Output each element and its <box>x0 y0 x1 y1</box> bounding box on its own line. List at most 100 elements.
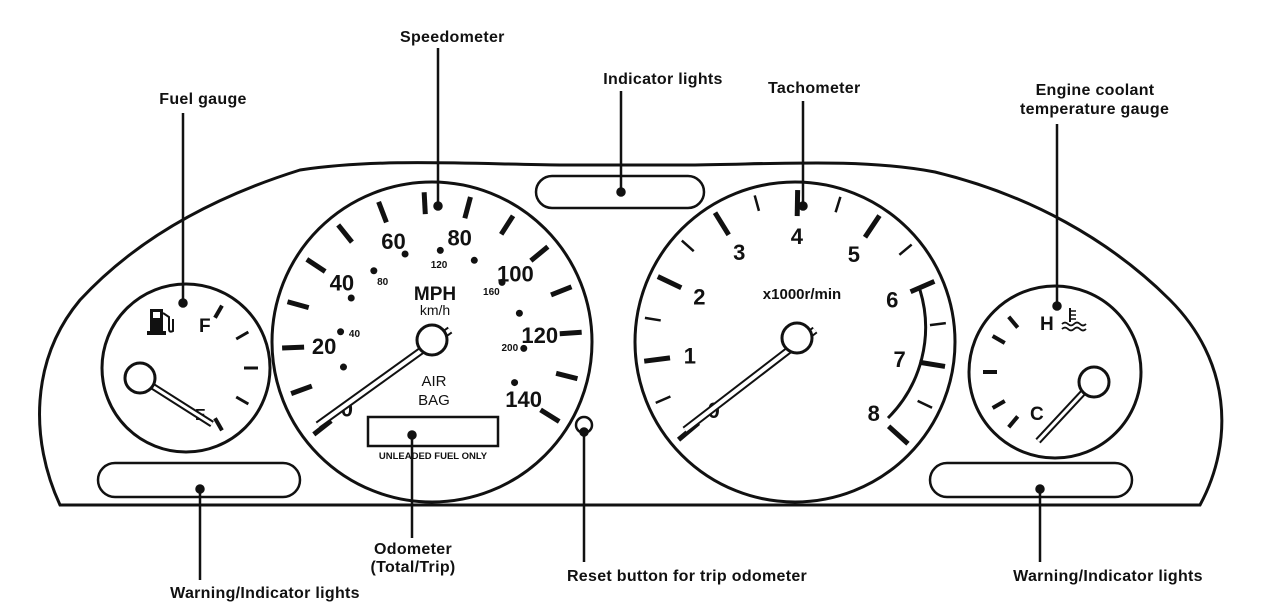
kmh-dot <box>401 250 409 258</box>
fuel-gauge-ticks <box>213 304 258 432</box>
label-odometer-line1: Odometer <box>374 541 452 558</box>
airbag-label-line2: BAG <box>418 392 450 409</box>
tachometer-label: 2 <box>693 284 705 309</box>
kmh-dot <box>370 267 378 275</box>
odometer-display <box>366 415 500 448</box>
tachometer-needle-hub <box>780 321 814 355</box>
tachometer-tick <box>917 399 933 409</box>
tachometer-label: 3 <box>733 240 745 265</box>
speedometer-tick <box>529 244 550 263</box>
tachometer-tick <box>909 279 936 295</box>
temperature-gauge-tick <box>1007 315 1020 329</box>
fuel-needle-hub <box>123 361 157 395</box>
tachometer-tick <box>929 321 946 327</box>
tachometer-tick <box>834 196 842 213</box>
speedometer-kmh-labels: 40 80 120 160 200 <box>337 246 528 387</box>
label-odometer-line2: (Total/Trip) <box>370 559 456 576</box>
kmh-label: 120 <box>431 260 448 271</box>
label-speedometer: Speedometer <box>400 29 505 46</box>
tachometer-label: 6 <box>886 288 898 313</box>
temperature-gauge-tick <box>1007 415 1020 429</box>
tachometer-label: 4 <box>791 224 804 249</box>
label-coolant-gauge-line2: temperature gauge <box>1020 101 1170 118</box>
temperature-gauge-tick <box>991 334 1006 345</box>
temperature-needle-hub <box>1077 365 1111 399</box>
speedometer-tick <box>421 192 428 215</box>
label-fuel-gauge: Fuel gauge <box>159 91 247 108</box>
fuel-notice-label: UNLEADED FUEL ONLY <box>379 451 488 462</box>
label-tachometer: Tachometer <box>768 80 861 97</box>
speedometer-tick <box>305 257 327 274</box>
coolant-temperature-icon <box>1061 308 1087 332</box>
label-warning-right: Warning/Indicator lights <box>1013 568 1203 585</box>
temperature-hot-label: H <box>1040 314 1054 335</box>
kmh-label: 160 <box>483 287 500 298</box>
kmh-dot <box>339 363 347 371</box>
cluster-housing <box>38 161 1224 507</box>
mph-unit-label: MPH <box>414 284 456 305</box>
fuel-gauge-tick <box>235 395 250 406</box>
label-indicator-lights: Indicator lights <box>603 71 723 88</box>
temperature-gauge-tick <box>991 399 1006 410</box>
tachometer-tick <box>712 211 731 237</box>
tachometer-tick <box>753 195 761 212</box>
speedometer-tick <box>550 284 573 298</box>
kmh-dot <box>498 278 506 286</box>
tachometer-label: 8 <box>868 401 880 426</box>
warning-panel-right <box>928 461 1134 499</box>
tachometer-tick <box>862 214 882 239</box>
kmh-label: 40 <box>349 329 361 340</box>
speedometer-tick <box>282 344 305 351</box>
tachometer-redline-arc <box>886 289 928 420</box>
fuel-full-label: F <box>199 316 211 337</box>
kmh-dot <box>470 256 478 264</box>
tachometer-tick <box>898 243 913 256</box>
tachometer-tick <box>644 316 661 322</box>
kmh-label: 80 <box>377 277 389 288</box>
speedometer-tick <box>555 370 579 382</box>
kmh-label: 200 <box>501 343 518 354</box>
speedometer-tick <box>376 200 389 224</box>
label-warning-left: Warning/Indicator lights <box>170 585 360 602</box>
tachometer-label: 5 <box>848 242 860 267</box>
kmh-dot <box>436 246 444 254</box>
fuel-gauge-tick <box>213 304 224 319</box>
kmh-dot <box>515 309 523 317</box>
kmh-dot <box>511 379 519 387</box>
tachometer-label: 1 <box>684 343 696 368</box>
mph-label: 120 <box>521 323 558 348</box>
label-coolant-gauge-line1: Engine coolant <box>1035 82 1155 99</box>
mph-label: 20 <box>312 334 336 359</box>
speedometer-tick <box>290 383 313 397</box>
speedometer-tick <box>559 329 582 337</box>
speedometer-tick <box>499 214 516 236</box>
speedometer-tick <box>462 196 473 219</box>
mph-label: 60 <box>381 229 405 254</box>
speedometer-ticks <box>282 192 582 437</box>
tachometer-tick <box>655 395 671 405</box>
tachometer-labels: 012345678 <box>684 224 906 426</box>
tachometer-label: 7 <box>893 347 905 372</box>
leader-lines <box>178 48 1062 580</box>
kmh-dot <box>520 344 528 352</box>
kmh-dot <box>337 328 345 336</box>
kmh-unit-label: km/h <box>420 302 450 318</box>
mph-label: 40 <box>330 270 354 295</box>
tachometer-tick <box>643 355 671 364</box>
label-reset-button: Reset button for trip odometer <box>566 568 808 585</box>
mph-label: 80 <box>447 226 471 251</box>
airbag-label-line1: AIR <box>421 373 446 390</box>
fuel-gauge: F E <box>100 282 272 454</box>
temperature-gauge-ticks <box>983 315 1020 429</box>
tachometer-unit-label: x1000r/min <box>763 286 841 303</box>
tachometer-tick <box>918 359 946 369</box>
tachometer-tick <box>656 274 683 291</box>
speedometer-tick <box>539 407 561 424</box>
fuel-gauge-tick <box>235 330 250 341</box>
kmh-dot <box>347 294 355 302</box>
speedometer-tick <box>336 223 354 244</box>
tachometer: 012345678 x1000r/min <box>633 180 957 504</box>
speedometer-needle-hub <box>415 323 449 357</box>
